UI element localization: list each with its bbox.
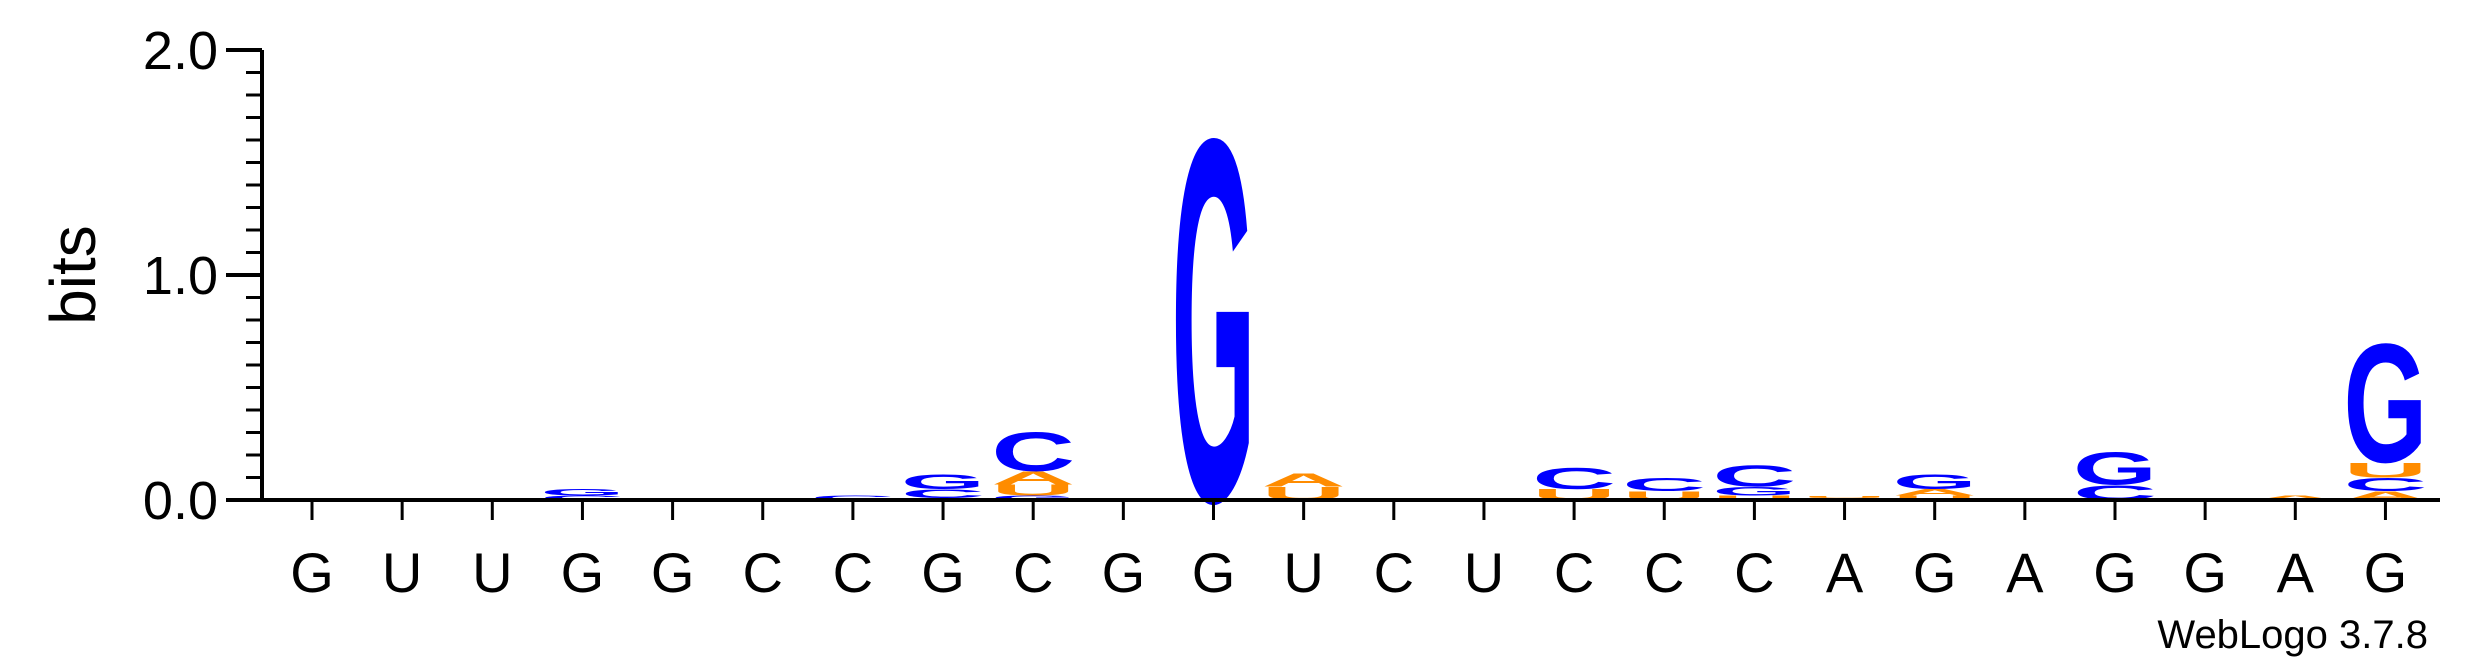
x-position-label: G <box>561 541 605 604</box>
x-ticks <box>310 500 2387 520</box>
logo-letter-C: C <box>1622 474 1706 495</box>
x-position-label: C <box>1644 541 1684 604</box>
logo-letter-G: G <box>991 495 1075 502</box>
x-position-label: A <box>2277 541 2315 604</box>
logo-letter-C: C <box>540 494 624 501</box>
y-tick-label-2: 2.0 <box>143 21 218 81</box>
logo-letter-G: G <box>1893 470 1977 494</box>
x-position-label: G <box>1192 541 1236 604</box>
logo-letter-U: U <box>2343 458 2427 482</box>
x-position-label: U <box>382 541 422 604</box>
x-position-label: G <box>2364 541 2408 604</box>
x-position-label: U <box>1464 541 1504 604</box>
y-axis-title: bits <box>37 225 109 325</box>
logo-letter-C: C <box>1712 459 1796 493</box>
y-tick-label-0: 0.0 <box>143 471 218 531</box>
logo-letter-U: U <box>1803 495 1887 498</box>
logo-letter-G: G <box>2073 442 2157 494</box>
y-tick-label-1: 1.0 <box>143 246 218 306</box>
logo-letter-G: G <box>901 470 985 494</box>
x-position-label: G <box>1102 541 1146 604</box>
y-minor-ticks <box>246 71 262 479</box>
x-position-label: U <box>472 541 512 604</box>
x-position-label: A <box>2006 541 2044 604</box>
x-position-label: C <box>1734 541 1774 604</box>
logo-letter-C: C <box>901 487 985 501</box>
x-position-label: A <box>1826 541 1864 604</box>
logo-letter-C: C <box>811 494 895 501</box>
x-position-label: G <box>2183 541 2227 604</box>
logo-letter-C: C <box>2343 474 2427 495</box>
x-position-label: U <box>1283 541 1323 604</box>
x-position-label: C <box>1554 541 1594 604</box>
logo-letter-G: G <box>2343 309 2427 499</box>
logo-letter-G: G <box>1172 32 1256 611</box>
x-position-label: G <box>651 541 695 604</box>
weblogo-credit: WebLogo 3.7.8 <box>2157 613 2428 657</box>
x-position-label: G <box>921 541 965 604</box>
logo-letter-U: U <box>991 482 1075 499</box>
x-position-label: C <box>743 541 783 604</box>
logo-letter-U: U <box>1712 494 1796 501</box>
x-position-label: G <box>2093 541 2137 604</box>
logo-letter-A: A <box>2253 494 2337 501</box>
logo-letter-U: U <box>1893 494 1977 501</box>
x-position-label: G <box>290 541 334 604</box>
logo-letter-C: C <box>991 421 1075 483</box>
logo-letter-G: G <box>540 487 624 497</box>
logo-letter-A: A <box>1262 470 1346 491</box>
logo-letter-G: G <box>1712 484 1796 498</box>
logo-letter-A: A <box>991 468 1075 489</box>
logo-letter-C: C <box>1532 461 1616 495</box>
x-position-label: C <box>1013 541 1053 604</box>
x-position-label: C <box>1374 541 1414 604</box>
x-position-label: G <box>1913 541 1957 604</box>
logo-letter-A: A <box>1893 487 1977 497</box>
x-position-label: C <box>833 541 873 604</box>
logo-glyphs: CGGCUCGGUACGUAUCUCUGCAUUAGCGAACUG <box>540 32 2427 611</box>
